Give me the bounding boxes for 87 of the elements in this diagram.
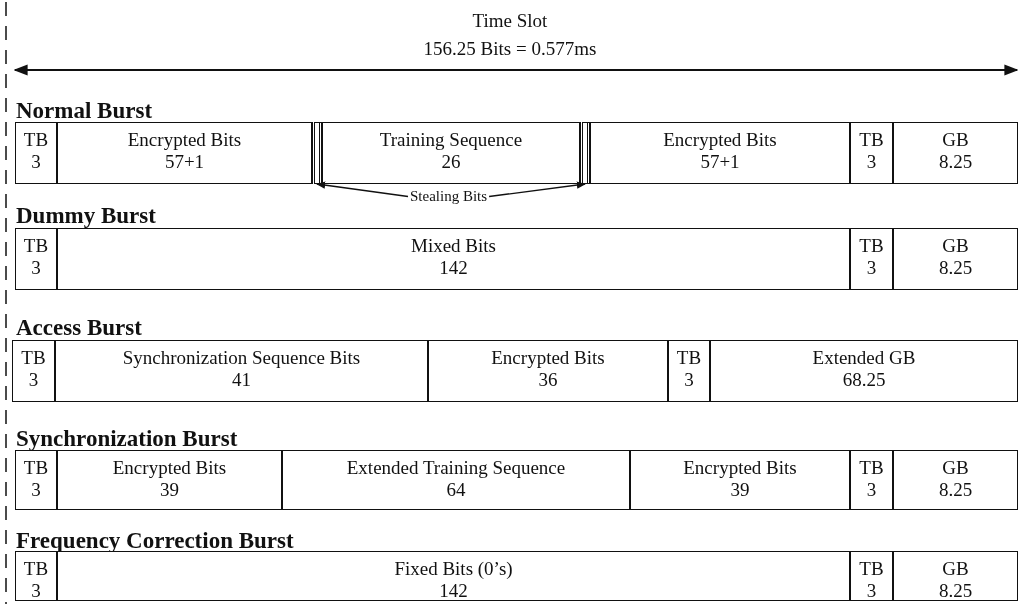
burst-title: Dummy Burst [16, 203, 156, 229]
bit-count: 57+1 [163, 151, 206, 173]
field-cell [893, 122, 1018, 184]
field-name: GB [941, 235, 970, 257]
bit-count: 3 [865, 580, 878, 602]
field-cell [590, 122, 850, 184]
field-name: Mixed Bits [410, 235, 497, 257]
bit-count: 64 [445, 479, 467, 501]
bit-count: 142 [438, 580, 469, 602]
field-name: Extended Training Sequence [345, 457, 567, 479]
field-cell [850, 551, 893, 601]
dimension-title: Time Slot [471, 10, 549, 32]
field-cell [15, 228, 57, 290]
bit-count: 3 [865, 479, 878, 501]
field-cell [710, 340, 1018, 402]
bit-count: 3 [865, 151, 878, 173]
bit-count: 8.25 [937, 580, 974, 602]
bit-count: 8.25 [937, 151, 974, 173]
field-name: TB [858, 558, 885, 580]
bit-count: 3 [865, 257, 878, 279]
field-name: Synchronization Sequence Bits [121, 347, 362, 369]
field-name: GB [941, 129, 970, 151]
field-name: TB [22, 129, 50, 151]
stealing-bit-cell [580, 122, 590, 184]
bit-count: 26 [440, 151, 462, 173]
field-name: TB [675, 347, 703, 369]
field-name: Encrypted Bits [662, 129, 778, 151]
arrow [316, 181, 409, 198]
bit-count: 8.25 [937, 479, 974, 501]
field-cell [850, 228, 893, 290]
burst-title: Access Burst [16, 315, 142, 341]
field-cell [57, 450, 282, 510]
bit-count: 57+1 [699, 151, 741, 173]
field-cell [322, 122, 580, 184]
annotation-text: Stealing Bits [410, 188, 488, 205]
field-cell [15, 450, 57, 510]
field-name: TB [858, 235, 885, 257]
bit-count: 3 [27, 369, 40, 391]
field-name: Encrypted Bits [111, 457, 228, 479]
stealing-bit-cell [312, 122, 322, 184]
bit-count: 39 [729, 479, 751, 501]
field-cell [57, 228, 850, 290]
field-name: TB [858, 129, 885, 151]
field-cell [57, 551, 850, 601]
bit-count: 3 [683, 369, 695, 391]
field-cell [850, 450, 893, 510]
bit-count: 142 [438, 257, 469, 279]
burst-title: Normal Burst [16, 98, 153, 124]
field-cell [428, 340, 668, 402]
field-name: Extended GB [811, 347, 917, 369]
burst-title: Frequency Correction Burst [16, 528, 294, 554]
field-name: Encrypted Bits [682, 457, 798, 479]
field-cell [668, 340, 710, 402]
bit-count: 36 [537, 369, 559, 391]
field-name: TB [22, 558, 50, 580]
bit-count: 41 [231, 369, 252, 391]
field-cell [15, 122, 57, 184]
bit-count: 3 [30, 479, 42, 501]
field-cell [282, 450, 630, 510]
bit-count: 3 [30, 151, 42, 173]
field-name: TB [20, 347, 47, 369]
field-name: Encrypted Bits [126, 129, 243, 151]
field-name: Fixed Bits (0’s) [393, 558, 514, 580]
bit-count: 3 [30, 257, 42, 279]
field-name: TB [858, 457, 885, 479]
bit-count: 8.25 [937, 257, 974, 279]
field-name: Training Sequence [378, 129, 524, 151]
field-cell [12, 340, 55, 402]
field-cell [893, 450, 1018, 510]
field-name: GB [941, 457, 970, 479]
field-cell [630, 450, 850, 510]
field-name: Encrypted Bits [490, 347, 606, 369]
field-cell [893, 551, 1018, 601]
field-name: GB [941, 558, 970, 580]
bit-count: 39 [159, 479, 180, 501]
bit-count: 68.25 [841, 369, 887, 391]
arrow [488, 181, 586, 198]
field-cell [57, 122, 312, 184]
field-name: TB [22, 235, 50, 257]
field-cell [15, 551, 57, 601]
field-cell [893, 228, 1018, 290]
burst-title: Synchronization Burst [16, 426, 238, 452]
field-cell [850, 122, 893, 184]
bit-count: 3 [30, 580, 42, 602]
dimension-value: 156.25 Bits = 0.577ms [422, 38, 598, 60]
field-name: TB [22, 457, 50, 479]
field-cell [55, 340, 428, 402]
